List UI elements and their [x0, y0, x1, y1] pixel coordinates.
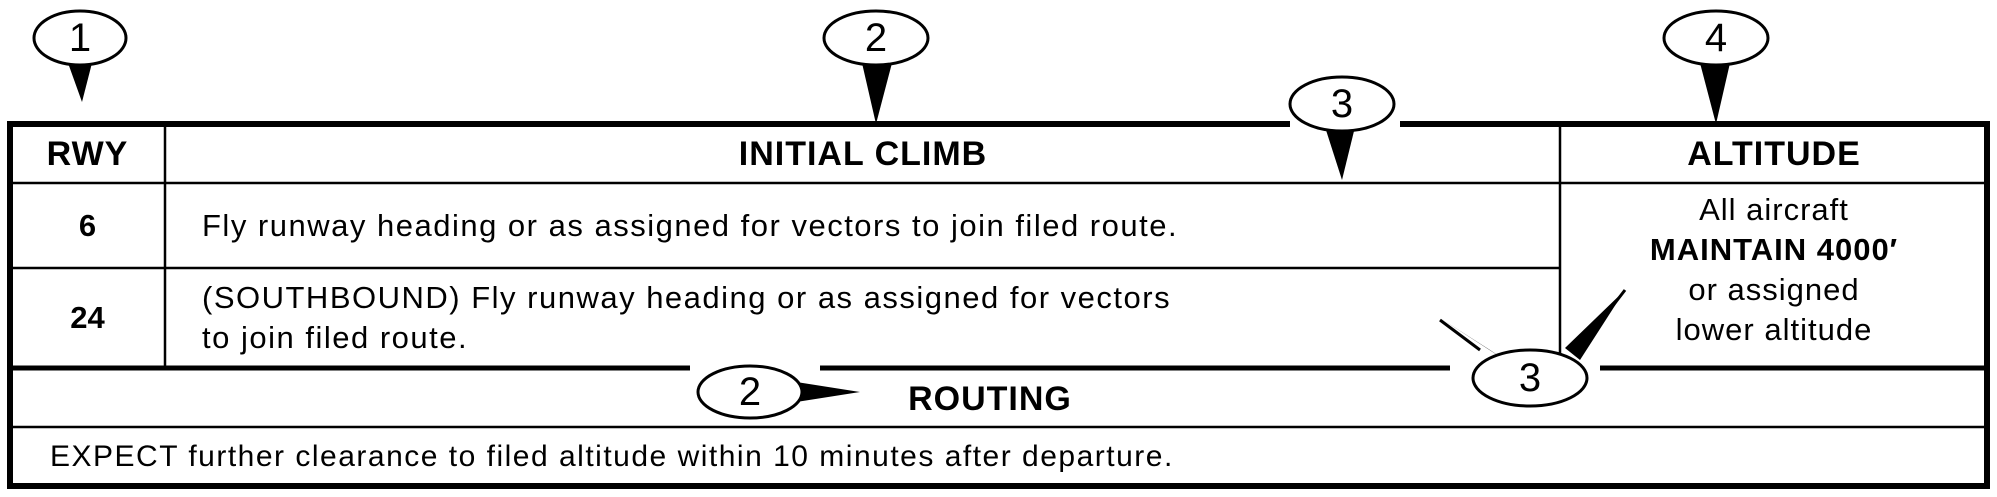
- initial-climb-runway-24-line2: to join filed route.: [202, 320, 469, 355]
- callout-3-balloon-top: [1288, 75, 1396, 180]
- header-rwy: RWY: [46, 134, 129, 173]
- callout-3-balloon-bottom: [1439, 289, 1627, 408]
- callout-number-2-routing: 2: [738, 369, 762, 414]
- header-initial-climb: INITIAL CLIMB: [738, 134, 988, 173]
- callout-number-3: 3: [1330, 81, 1354, 126]
- callout-2-balloon-routing: [696, 364, 860, 420]
- runway-24: 24: [70, 300, 105, 335]
- initial-climb-runway-24-line1: (SOUTHBOUND) Fly runway heading or as as…: [202, 280, 1172, 315]
- callout-number-3-bottom: 3: [1518, 355, 1542, 400]
- altitude-cell: All aircraft MAINTAIN 4000′ or assigned …: [1563, 185, 1985, 355]
- callout-2-balloon-top: [822, 9, 930, 124]
- altitude-line1: All aircraft: [1699, 192, 1849, 227]
- routing-text: EXPECT further clearance to filed altitu…: [50, 440, 1174, 473]
- callout-number-2: 2: [864, 15, 888, 60]
- callout-1-balloon: [32, 9, 128, 102]
- header-altitude: ALTITUDE: [1687, 134, 1861, 173]
- header-routing: ROUTING: [908, 379, 1072, 418]
- callout-number-4: 4: [1704, 15, 1728, 60]
- initial-climb-runway-6: Fly runway heading or as assigned for ve…: [202, 208, 1179, 243]
- altitude-line4: lower altitude: [1675, 312, 1873, 347]
- altitude-line2: MAINTAIN 4000′: [1649, 232, 1899, 267]
- callout-number-1: 1: [68, 15, 92, 60]
- runway-6: 6: [78, 208, 97, 243]
- callout-4-balloon: [1662, 9, 1770, 124]
- table-outer-border: [7, 121, 1990, 489]
- altitude-line3: or assigned: [1688, 272, 1860, 307]
- initial-climb-runway-24: (SOUTHBOUND) Fly runway heading or as as…: [202, 270, 1552, 366]
